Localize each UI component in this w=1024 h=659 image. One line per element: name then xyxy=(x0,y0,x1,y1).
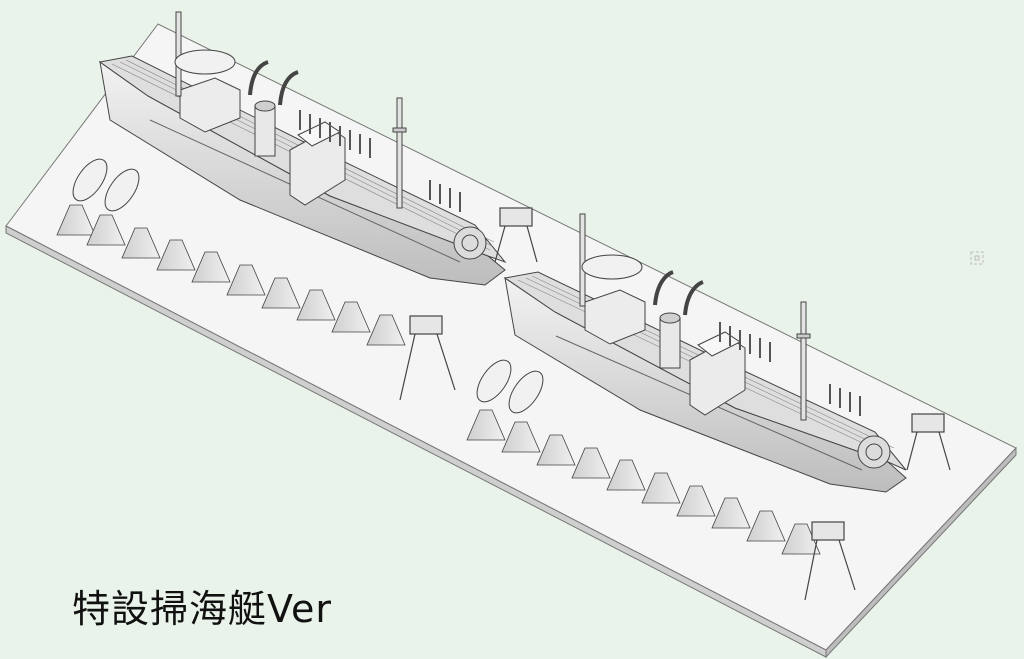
support-stands-upper xyxy=(56,204,406,346)
rail-parts xyxy=(299,110,861,416)
tripod-stands xyxy=(399,207,951,601)
paravane-parts xyxy=(72,49,643,414)
frame-icon[interactable] xyxy=(970,251,984,265)
ship-hull-lower xyxy=(503,213,907,493)
ship-hull-upper xyxy=(98,11,507,286)
support-stands-lower xyxy=(466,409,821,555)
caption-text: 特設掃海艇Ver xyxy=(72,587,333,631)
